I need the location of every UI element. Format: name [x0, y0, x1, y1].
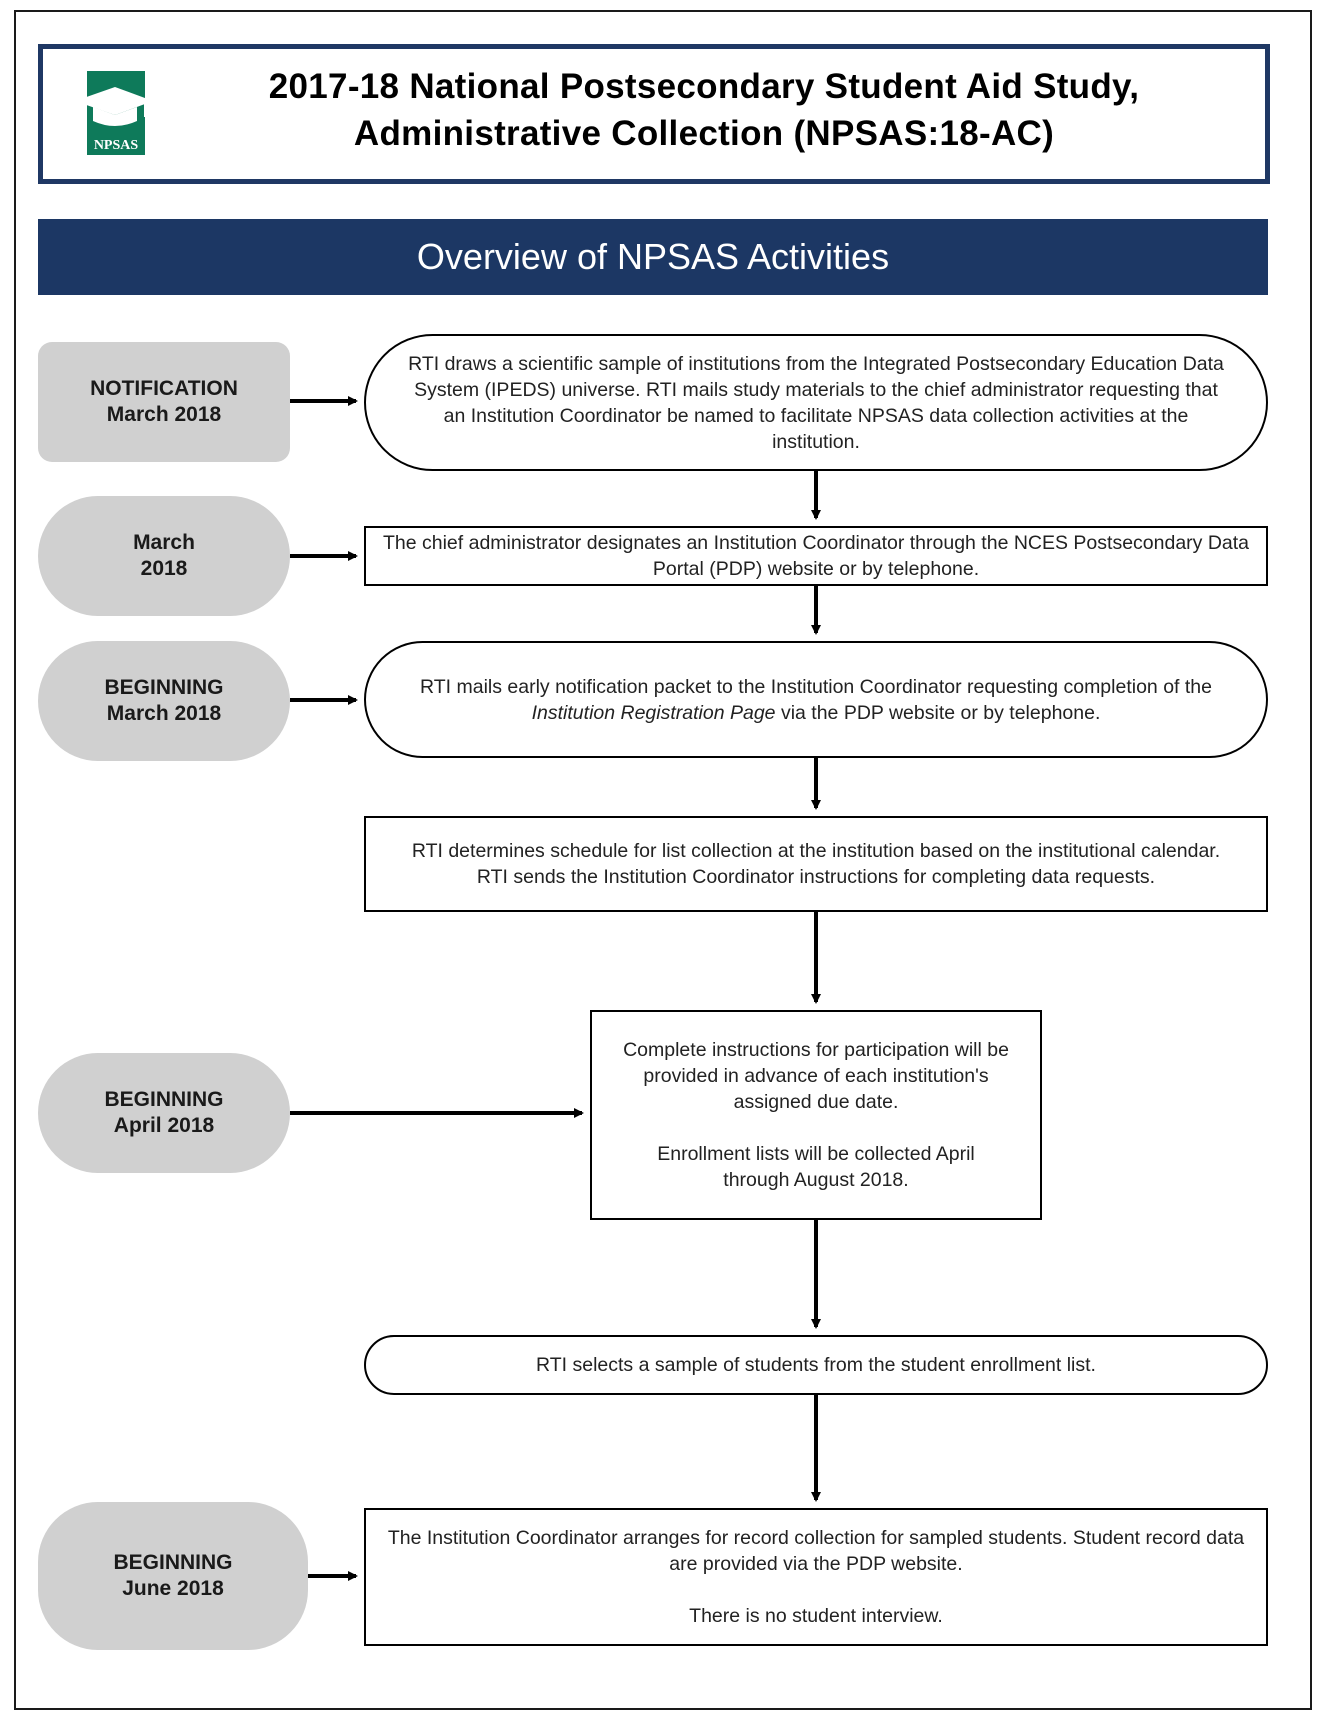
date-notification: NOTIFICATION March 2018 [38, 342, 290, 462]
date-beginning-april: BEGINNING April 2018 [38, 1053, 290, 1173]
date-line-1: March [133, 531, 195, 554]
step-text: RTI selects a sample of students from th… [536, 1354, 1096, 1376]
title-line-1: 2017-18 National Postsecondary Student A… [268, 67, 1140, 106]
page-title: 2017-18 National Postsecondary Student A… [173, 63, 1235, 157]
date-march: March 2018 [38, 496, 290, 616]
date-line-2: 2018 [140, 557, 188, 580]
step-para-2: Enrollment lists will be collected April… [657, 1143, 975, 1191]
step-schedule: RTI determines schedule for list collect… [364, 816, 1268, 912]
step-text-part: RTI mails early notification packet to t… [420, 675, 1212, 698]
step-sample-institutions: RTI draws a scientific sample of institu… [364, 334, 1268, 471]
date-line-2: March 2018 [106, 702, 222, 725]
step-para-2: There is no student interview. [689, 1605, 943, 1627]
date-line-1: BEGINNING [113, 1551, 233, 1574]
step-line-2: RTI sends the Institution Coordinator in… [476, 866, 1156, 888]
date-beginning-june: BEGINNING June 2018 [38, 1502, 308, 1650]
npsas-logo: NPSAS [75, 71, 153, 155]
step-para-1: The Institution Coordinator arranges for… [387, 1527, 1245, 1575]
date-line-2: June 2018 [122, 1577, 224, 1600]
svg-text:NPSAS: NPSAS [94, 138, 139, 153]
step-text: RTI draws a scientific sample of institu… [408, 352, 1224, 453]
date-line-1: BEGINNING [104, 1088, 224, 1111]
step-instructions: Complete instructions for participation … [590, 1010, 1042, 1220]
date-beginning-march: BEGINNING March 2018 [38, 641, 290, 761]
date-line-2: April 2018 [113, 1114, 215, 1137]
date-line-1: NOTIFICATION [90, 377, 238, 400]
step-para-1: Complete instructions for participation … [623, 1039, 1009, 1113]
step-early-notification: RTI mails early notification packet to t… [364, 641, 1268, 758]
step-text-italic: Institution Registration Page [531, 701, 776, 724]
step-select-students: RTI selects a sample of students from th… [364, 1335, 1268, 1395]
step-text-part: via the PDP website or by telephone. [775, 701, 1101, 724]
date-line-1: BEGINNING [104, 676, 224, 699]
step-text: The chief administrator designates an In… [382, 532, 1250, 580]
title-line-2: Administrative Collection (NPSAS:18-AC) [353, 114, 1055, 153]
section-banner: Overview of NPSAS Activities [38, 219, 1268, 295]
step-record-collection: The Institution Coordinator arranges for… [364, 1508, 1268, 1646]
date-line-2: March 2018 [106, 403, 222, 426]
header-box: NPSAS 2017-18 National Postsecondary Stu… [38, 44, 1270, 184]
step-line-1: RTI determines schedule for list collect… [411, 840, 1221, 862]
step-text: RTI mails early notification packet to t… [406, 674, 1226, 726]
step-designate-coordinator: The chief administrator designates an In… [364, 526, 1268, 586]
